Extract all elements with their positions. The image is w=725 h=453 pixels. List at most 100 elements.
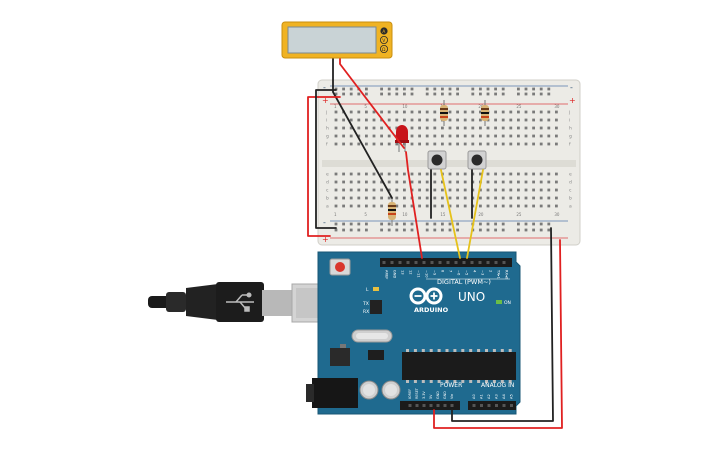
digital-pin-label: ~11 xyxy=(416,270,420,278)
breadboard-hole xyxy=(349,172,353,176)
breadboard-hole xyxy=(547,228,551,232)
rail-plus-label: + xyxy=(569,96,576,105)
breadboard-hole xyxy=(334,87,338,91)
breadboard-hole xyxy=(517,222,520,226)
breadboard-hole xyxy=(349,118,353,122)
breadboard-hole xyxy=(471,142,475,146)
multimeter: A V Ω xyxy=(281,21,393,59)
breadboard-hole xyxy=(517,196,520,200)
breadboard-hole xyxy=(380,228,383,232)
breadboard-hole xyxy=(517,126,520,130)
breadboard-hole xyxy=(517,180,520,184)
breadboard-hole xyxy=(471,126,475,130)
breadboard-hole xyxy=(365,228,368,232)
breadboard-hole xyxy=(380,126,383,130)
analog-pin-label: A5 xyxy=(510,394,514,399)
breadboard-hole xyxy=(433,87,437,91)
breadboard-hole xyxy=(441,142,444,146)
breadboard-hole xyxy=(395,228,399,232)
header-pin xyxy=(487,404,491,407)
breadboard-hole xyxy=(365,92,368,96)
arduino-logo-icon xyxy=(409,287,443,305)
breadboard-hole xyxy=(425,118,429,122)
mode-v-button[interactable]: V xyxy=(379,36,388,45)
breadboard-hole xyxy=(380,142,383,146)
breadboard-hole xyxy=(387,134,391,138)
column-number: 10 xyxy=(402,212,408,217)
led-label-l: L xyxy=(366,287,369,293)
breadboard-hole xyxy=(395,110,399,114)
breadboard-hole xyxy=(539,204,543,208)
digital-pin-label: ~10 xyxy=(424,270,428,278)
breadboard-hole xyxy=(357,92,361,96)
breadboard-hole xyxy=(547,110,551,114)
breadboard-hole xyxy=(433,126,437,130)
breadboard-hole xyxy=(555,134,558,138)
power-header-pins xyxy=(408,404,454,407)
breadboard-hole xyxy=(380,92,383,96)
breadboard-hole xyxy=(494,204,497,208)
breadboard-hole xyxy=(425,134,429,138)
power-pin-label: 3.3V xyxy=(422,391,426,399)
chip-pin xyxy=(485,349,488,352)
chip-pin xyxy=(421,349,425,352)
breadboard-hole xyxy=(425,126,429,130)
breadboard-hole xyxy=(334,134,338,138)
analog-header-pins xyxy=(472,404,513,407)
breadboard-hole xyxy=(524,87,528,91)
digital-pin-label: ~3 xyxy=(480,270,484,275)
breadboard-hole xyxy=(479,92,482,96)
breadboard-hole xyxy=(532,87,535,91)
digital-pin-label: RX◂0 xyxy=(504,270,508,280)
mode-a-button[interactable]: A xyxy=(380,27,388,35)
breadboard-hole xyxy=(433,172,437,176)
header-pin xyxy=(443,404,447,407)
power-pin-label: IOREF xyxy=(408,389,412,399)
breadboard-hole xyxy=(517,188,520,192)
breadboard-hole xyxy=(539,172,543,176)
breadboard-hole xyxy=(532,228,535,232)
breadboard-hole xyxy=(441,87,444,91)
chip-pin xyxy=(477,380,481,383)
breadboard-hole xyxy=(555,196,558,200)
breadboard-hole xyxy=(403,222,406,226)
breadboard-hole xyxy=(547,180,551,184)
breadboard-hole xyxy=(380,196,383,200)
mode-v-label: V xyxy=(382,38,386,44)
mode-ohm-button[interactable]: Ω xyxy=(379,45,388,54)
breadboard-hole xyxy=(539,126,543,130)
breadboard-hole xyxy=(456,196,459,200)
breadboard-hole xyxy=(448,188,452,192)
column-number: 1 xyxy=(334,104,337,109)
chip-pin xyxy=(469,349,473,352)
breadboard-hole xyxy=(517,110,520,114)
breadboard-hole xyxy=(425,172,429,176)
column-number: 25 xyxy=(516,104,522,109)
breadboard-hole xyxy=(517,204,520,208)
breadboard-hole xyxy=(395,118,399,122)
chip-pin xyxy=(429,380,433,383)
breadboard-hole xyxy=(410,180,414,184)
breadboard-hole xyxy=(387,222,391,226)
breadboard-hole xyxy=(539,180,543,184)
breadboard-hole xyxy=(501,204,505,208)
breadboard-hole xyxy=(486,134,490,138)
breadboard-hole xyxy=(357,118,361,122)
breadboard-hole xyxy=(349,87,353,91)
breadboard-hole xyxy=(433,142,437,146)
breadboard-hole xyxy=(380,204,383,208)
breadboard-hole xyxy=(334,92,338,96)
chip-pin xyxy=(421,380,425,383)
breadboard-hole xyxy=(471,92,475,96)
rail-minus-label: - xyxy=(570,83,573,92)
breadboard-hole xyxy=(365,87,368,91)
reset-button[interactable] xyxy=(335,262,345,272)
breadboard-hole xyxy=(448,222,452,226)
breadboard-hole xyxy=(539,228,543,232)
breadboard-hole xyxy=(380,180,383,184)
breadboard-hole xyxy=(479,188,482,192)
breadboard-hole xyxy=(501,126,505,130)
breadboard-hole xyxy=(532,188,535,192)
